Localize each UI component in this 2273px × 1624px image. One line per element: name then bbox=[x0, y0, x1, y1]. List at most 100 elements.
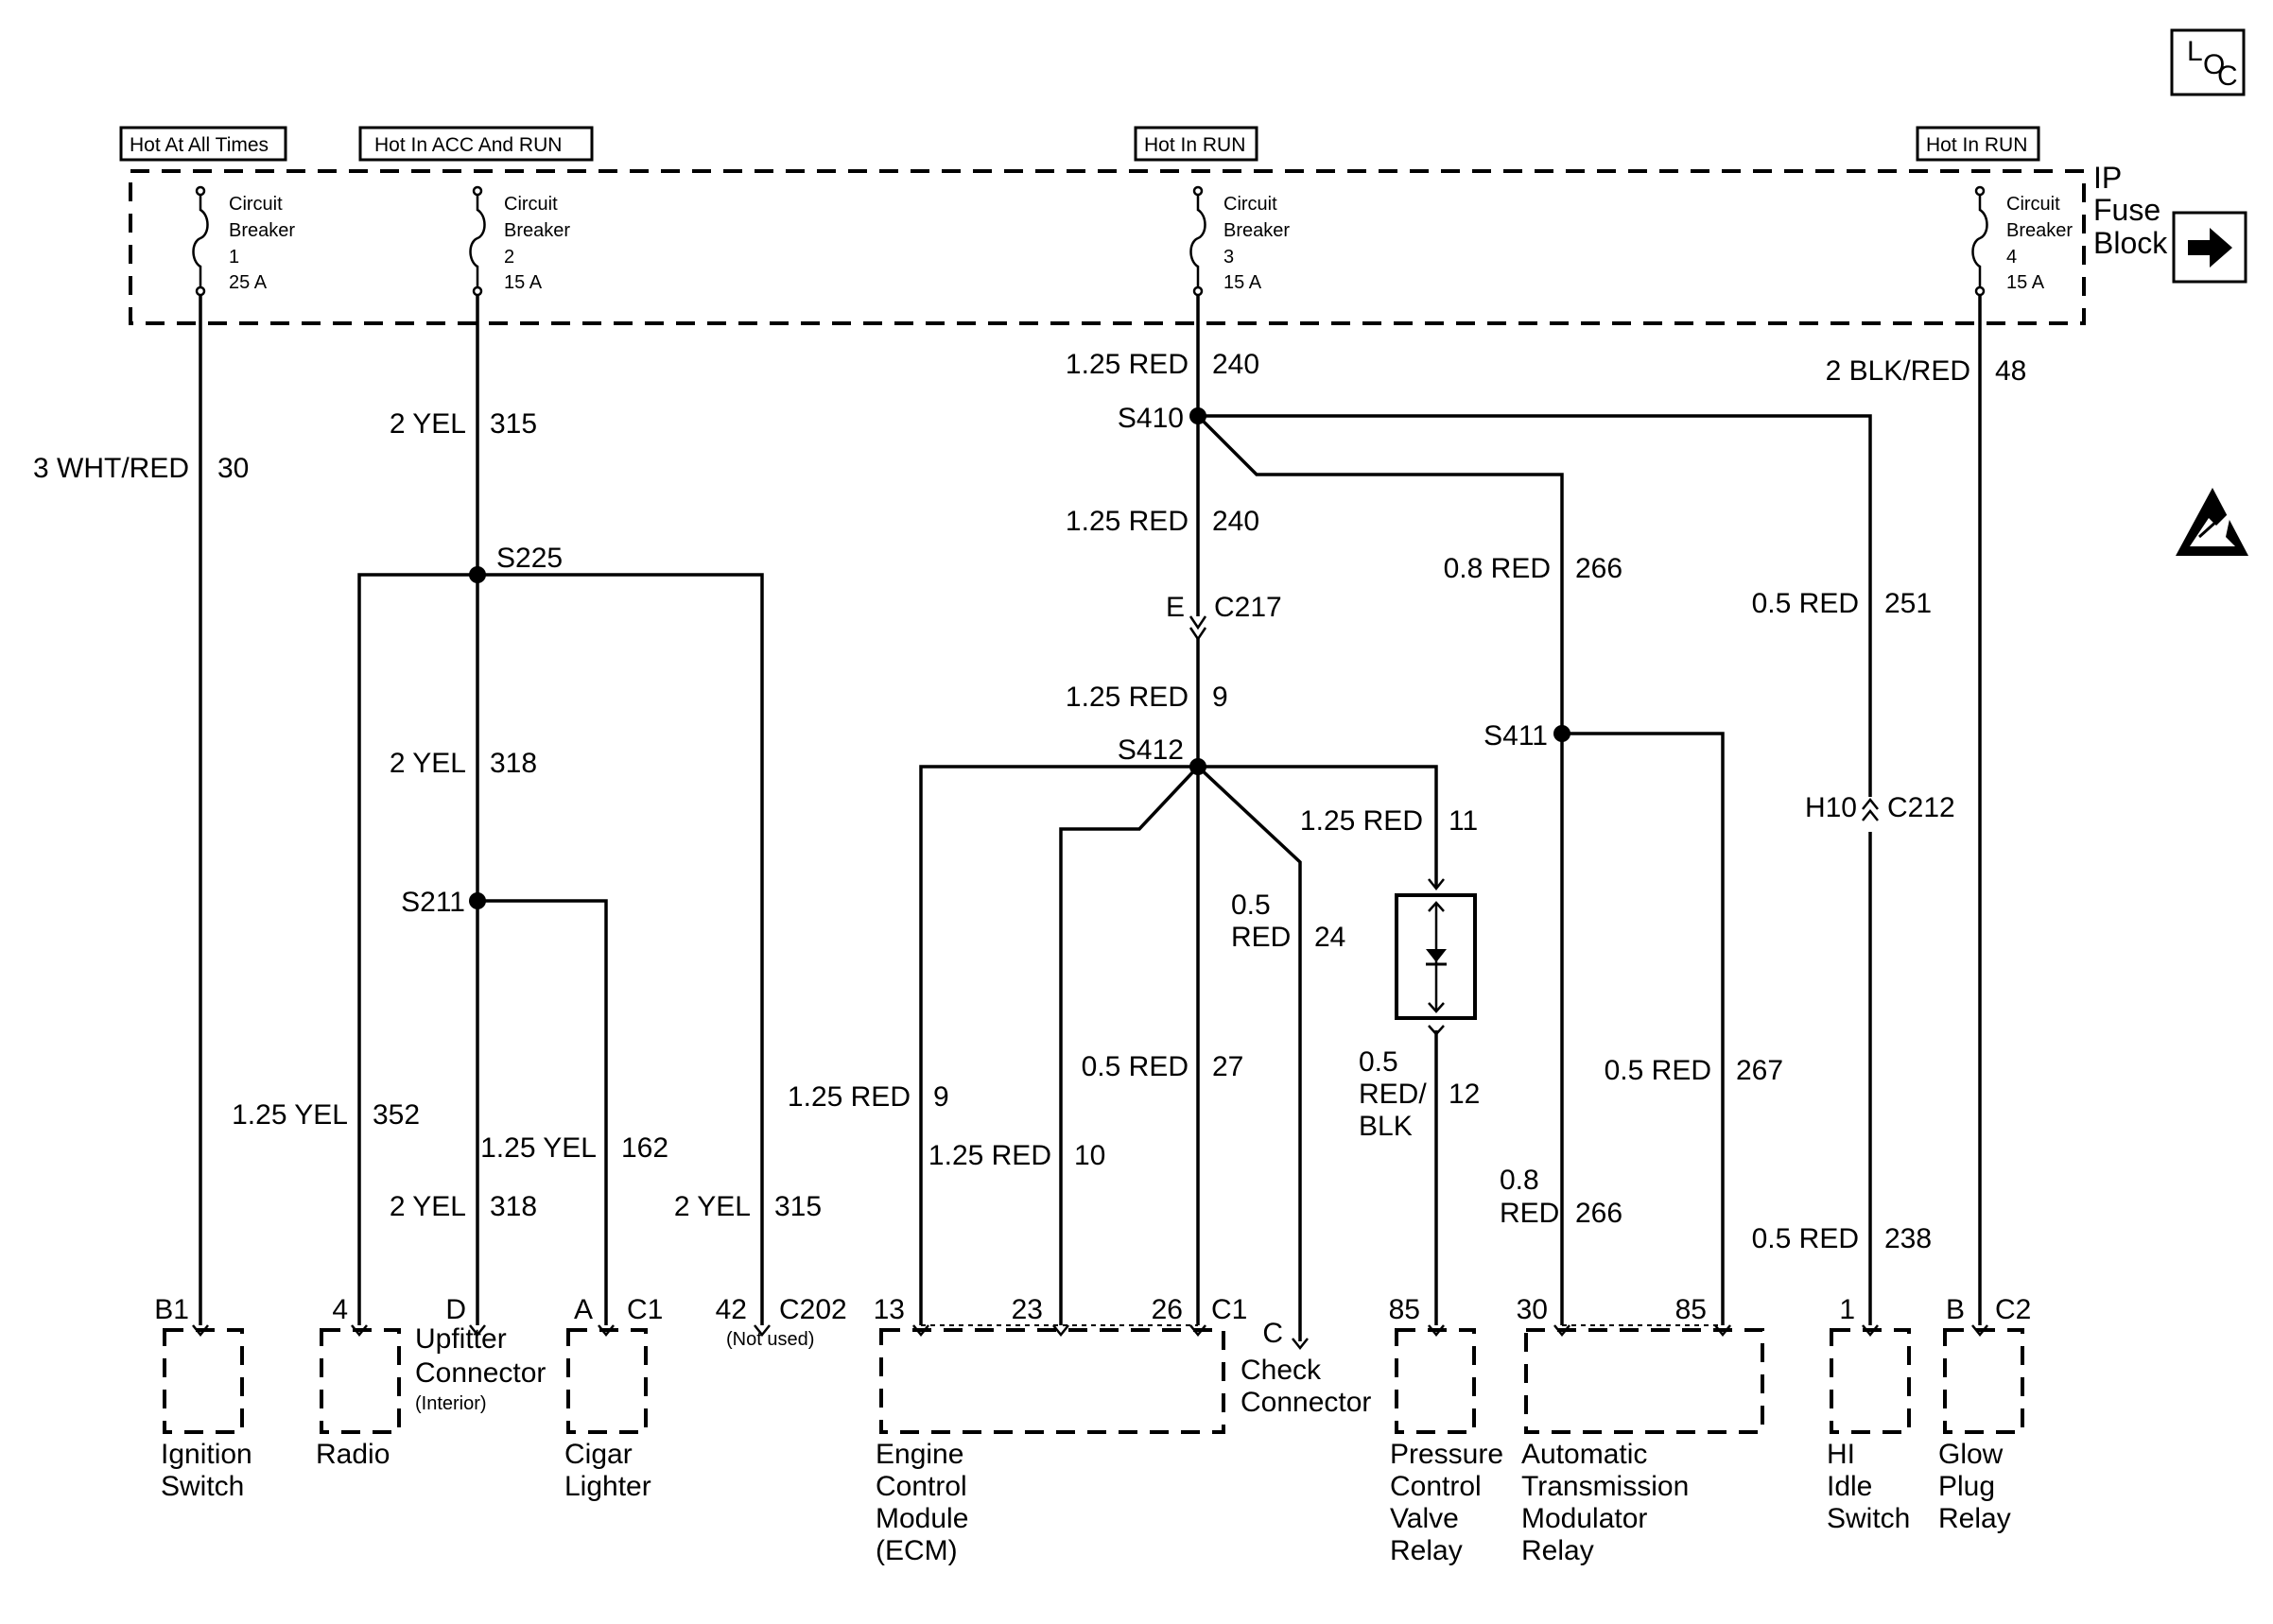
circuit-number: 315 bbox=[774, 1191, 822, 1222]
hot-label-1: Hot At All Times bbox=[119, 126, 287, 162]
svg-text:Relay: Relay bbox=[1521, 1535, 1594, 1566]
pin-label: C bbox=[1262, 1318, 1283, 1349]
svg-text:Engine: Engine bbox=[876, 1439, 963, 1470]
pin-label: 26 bbox=[1152, 1294, 1183, 1325]
svg-text:25 A: 25 A bbox=[229, 272, 268, 293]
connector-c212 bbox=[1862, 797, 1879, 821]
wire-251 bbox=[1198, 414, 1872, 797]
circuit-number: 48 bbox=[1995, 355, 2026, 387]
svg-text:Relay: Relay bbox=[1938, 1503, 2011, 1534]
wire-label: 0.5 RED bbox=[1605, 1055, 1711, 1086]
wire-label: 0.5 RED bbox=[1752, 588, 1859, 619]
wire-label: 0.5 RED bbox=[1752, 1223, 1859, 1254]
component-cigar-lighter: Cigar Lighter bbox=[564, 1439, 651, 1502]
wire-label: 0.8 RED bbox=[1444, 553, 1551, 584]
circuit-number: 267 bbox=[1736, 1055, 1783, 1086]
hot-label-2: Hot In ACC And RUN bbox=[358, 126, 594, 162]
circuit-breaker-1: Circuit Breaker 1 25 A bbox=[192, 185, 295, 297]
circuit-breaker-3: Circuit Breaker 3 15 A bbox=[1189, 185, 1290, 297]
wire-162 bbox=[477, 899, 608, 1325]
connector-label: C1 bbox=[627, 1294, 663, 1325]
splice-s412-dot bbox=[1189, 758, 1206, 775]
component-ecm: Engine Control Module (ECM) bbox=[876, 1439, 968, 1566]
radio-box bbox=[320, 1328, 401, 1434]
fuse-block-title: IP Fuse Block bbox=[2091, 161, 2168, 279]
svg-text:HI: HI bbox=[1827, 1439, 1855, 1470]
ecm-box bbox=[879, 1328, 1225, 1434]
svg-text:Switch: Switch bbox=[1827, 1503, 1910, 1534]
pin-label: 23 bbox=[1012, 1294, 1043, 1325]
circuit-number: 27 bbox=[1212, 1051, 1243, 1082]
hot-label-3: Hot In RUN bbox=[1134, 126, 1258, 162]
circuit-number: 10 bbox=[1074, 1140, 1105, 1171]
svg-text:Glow: Glow bbox=[1938, 1439, 2004, 1470]
svg-text:15 A: 15 A bbox=[2006, 272, 2045, 293]
svg-text:Transmission: Transmission bbox=[1521, 1471, 1689, 1502]
svg-text:Check: Check bbox=[1241, 1355, 1322, 1386]
component-pcv-relay: Pressure Control Valve Relay bbox=[1390, 1439, 1503, 1566]
connector-note: (Not used) bbox=[726, 1329, 814, 1350]
pcv-relay-box bbox=[1395, 1328, 1476, 1434]
circuit-number: 24 bbox=[1314, 922, 1345, 953]
svg-text:Modulator: Modulator bbox=[1521, 1503, 1647, 1534]
circuit-number: 251 bbox=[1884, 588, 1932, 619]
component-glow-plug-relay: Glow Plug Relay bbox=[1938, 1439, 2011, 1534]
svg-text:Module: Module bbox=[876, 1503, 968, 1534]
circuit-breaker-2: Circuit Breaker 2 15 A bbox=[469, 185, 570, 297]
splice-label: S411 bbox=[1484, 720, 1548, 752]
wire-266 bbox=[1196, 414, 1564, 1325]
wire-267 bbox=[1562, 732, 1725, 1325]
svg-text:Circuit: Circuit bbox=[504, 194, 558, 215]
connector-label: C2 bbox=[1995, 1294, 2031, 1325]
svg-text:Automatic: Automatic bbox=[1521, 1439, 1647, 1470]
circuit-number: 318 bbox=[490, 748, 537, 779]
wire-10 bbox=[1059, 765, 1200, 1325]
svg-text:15 A: 15 A bbox=[1223, 272, 1262, 293]
connector-label: C202 bbox=[779, 1294, 847, 1325]
splice-s411-dot bbox=[1553, 725, 1570, 742]
wire-label: 1.25 RED bbox=[788, 1081, 911, 1113]
svg-text:Hot At All Times: Hot At All Times bbox=[130, 134, 269, 156]
svg-text:(Interior): (Interior) bbox=[415, 1393, 487, 1414]
connector-label: C1 bbox=[1211, 1294, 1247, 1325]
connector-pin: E bbox=[1166, 592, 1185, 623]
wire-label: 3 WHT/RED bbox=[33, 453, 189, 484]
wire-s412-ecm13 bbox=[919, 765, 1438, 1325]
circuit-number: 238 bbox=[1884, 1223, 1932, 1254]
circuit-number: 11 bbox=[1449, 805, 1478, 837]
circuit-breaker-4: Circuit Breaker 4 15 A bbox=[1971, 185, 2073, 297]
wire-label: 2 YEL bbox=[390, 408, 466, 440]
wire-label: 1.25 RED bbox=[1300, 805, 1423, 837]
svg-text:Fuse: Fuse bbox=[2093, 193, 2160, 227]
wire-label: 1.25 YEL bbox=[232, 1099, 348, 1131]
component-hi-idle-switch: HI Idle Switch bbox=[1827, 1439, 1910, 1534]
circuit-number: 162 bbox=[621, 1132, 668, 1164]
svg-text:Connector: Connector bbox=[415, 1357, 546, 1389]
splice-label: S225 bbox=[496, 543, 563, 574]
svg-text:Breaker: Breaker bbox=[504, 220, 570, 241]
component-atm-relay: Automatic Transmission Modulator Relay bbox=[1521, 1439, 1689, 1566]
diode-module bbox=[1395, 878, 1477, 1036]
pin-label: 30 bbox=[1517, 1294, 1548, 1325]
wire-label: 0.8 bbox=[1500, 1165, 1539, 1196]
svg-text:Control: Control bbox=[876, 1471, 967, 1502]
loc-icon[interactable]: L O C bbox=[2170, 28, 2246, 96]
wire-label: 1.25 RED bbox=[1066, 349, 1189, 380]
component-radio: Radio bbox=[316, 1439, 390, 1470]
wire-label: 1.25 YEL bbox=[480, 1132, 597, 1164]
ignition-switch-box bbox=[163, 1328, 244, 1434]
svg-text:Circuit: Circuit bbox=[2006, 194, 2060, 215]
splice-s211-dot bbox=[469, 892, 486, 909]
atm-relay-box bbox=[1524, 1328, 1764, 1434]
svg-text:Circuit: Circuit bbox=[1223, 194, 1277, 215]
svg-text:C: C bbox=[2217, 60, 2238, 92]
wire-label: BLK bbox=[1359, 1111, 1413, 1142]
splice-s410-dot bbox=[1189, 407, 1206, 424]
wire-s225-branch bbox=[357, 573, 764, 1325]
svg-text:Breaker: Breaker bbox=[2006, 220, 2073, 241]
fuse-block-arrow-icon[interactable] bbox=[2172, 211, 2247, 284]
pin-label: B bbox=[1946, 1294, 1965, 1325]
svg-text:Switch: Switch bbox=[161, 1471, 244, 1502]
splice-label: S410 bbox=[1118, 403, 1184, 434]
